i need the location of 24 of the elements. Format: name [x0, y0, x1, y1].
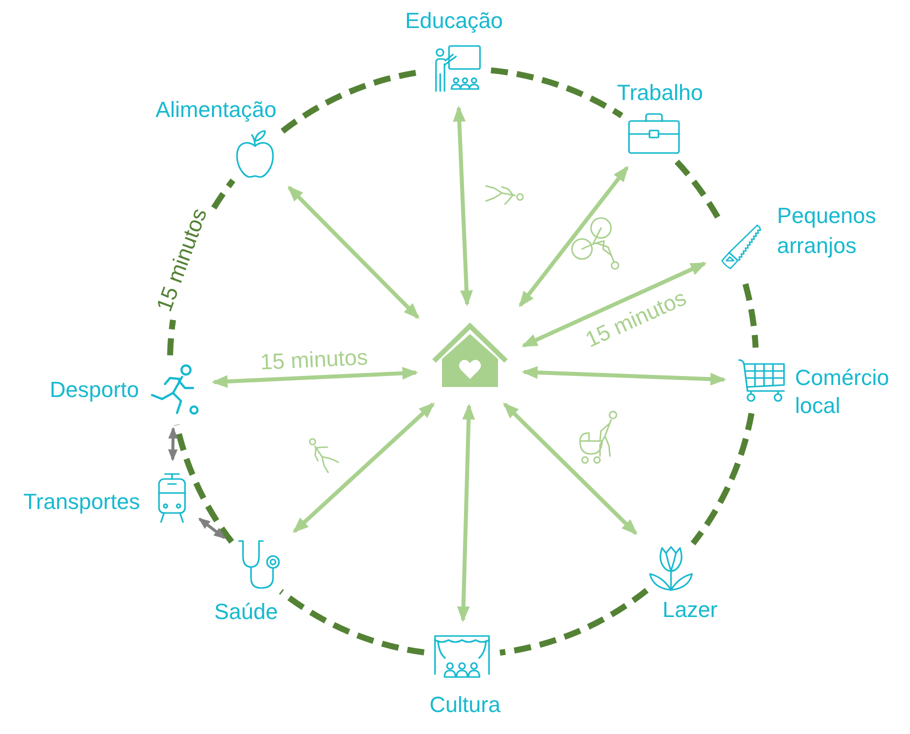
destination-label: Saúde [214, 599, 278, 625]
duration-label: 15 minutos [152, 205, 212, 314]
double-arrow [521, 262, 707, 348]
destination-label: Cultura [430, 692, 500, 718]
double-arrow [503, 402, 638, 535]
destination-label: Comércio local [795, 364, 890, 420]
edge-label: 15 minutos [260, 346, 368, 375]
destination-label: Educação [405, 8, 503, 34]
double-arrow [456, 404, 476, 622]
destination-label: Alimentação [155, 97, 277, 123]
double-arrow [288, 186, 420, 319]
double-arrow [168, 426, 178, 462]
destination-label: Pequenos arranjos [777, 202, 876, 260]
double-arrow [198, 518, 226, 539]
double-arrow [518, 166, 629, 308]
destination-label: Trabalho [616, 80, 703, 106]
double-arrow [212, 366, 418, 388]
destination-label: Lazer [662, 597, 718, 623]
double-arrow [292, 402, 435, 534]
house-icon [431, 321, 509, 388]
double-arrow [452, 106, 473, 306]
destination-label: Transportes [23, 489, 140, 515]
double-arrow [522, 366, 726, 386]
destination-label: Desporto [50, 377, 139, 403]
